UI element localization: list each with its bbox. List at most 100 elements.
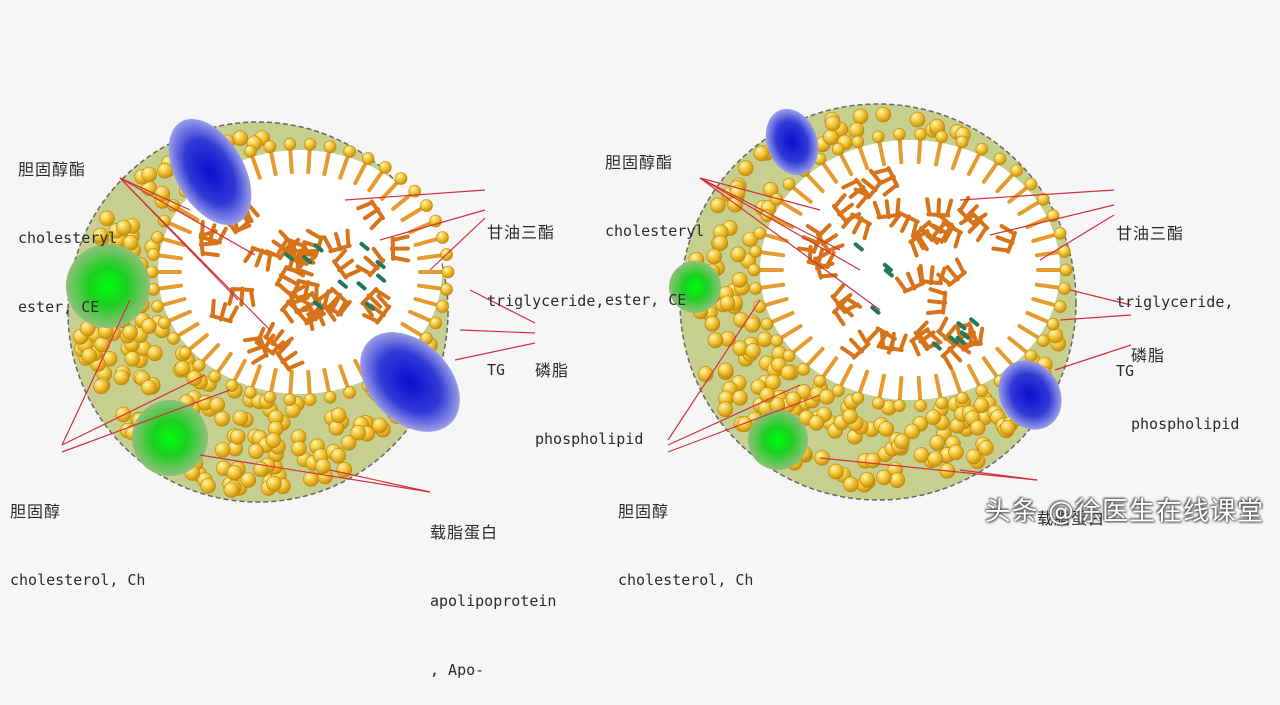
phospholipid-layer	[747, 128, 1073, 413]
phospholipid-head	[167, 332, 180, 345]
cholesteryl-ester-ball	[719, 295, 736, 312]
cholesterol-glyph	[883, 268, 894, 278]
cholesteryl-ester-ball	[843, 476, 859, 493]
pointer-line	[819, 457, 1038, 481]
phospholipid-head	[151, 300, 164, 313]
triglyceride-chain	[264, 229, 294, 261]
triglyceride-chain	[360, 287, 391, 318]
phospholipid-head	[378, 161, 392, 174]
phospholipid-head	[975, 142, 989, 156]
triglyceride	[853, 168, 884, 200]
cholesteryl-ester-ball	[864, 452, 881, 469]
pointer-line	[119, 177, 256, 256]
cholesteryl-ester-ball	[904, 423, 921, 440]
phospholipid-head	[436, 231, 449, 244]
pointer-line	[429, 217, 486, 271]
triglyceride	[361, 293, 392, 325]
triglyceride-chain	[889, 211, 920, 239]
cholesteryl-ester-molecules	[72, 130, 438, 498]
pointer-line	[459, 329, 536, 334]
phospholipid-head	[1053, 300, 1067, 314]
cholesteryl-ester-ball	[93, 378, 109, 395]
cholesteryl-ester-ball	[780, 364, 797, 381]
triglyceride	[198, 229, 220, 258]
pointer-line	[61, 389, 231, 453]
triglyceride	[332, 248, 362, 280]
cholesteryl-ester-ball	[81, 347, 97, 364]
cholesteryl-ester-ball	[371, 417, 388, 434]
triglyceride	[918, 264, 947, 286]
cholesteryl-ester-ball	[214, 442, 231, 458]
phospholipid-head	[158, 214, 171, 228]
label-pointers	[61, 177, 536, 493]
triglyceride-chain	[872, 197, 901, 220]
phospholipid-head	[436, 300, 449, 313]
triglyceride-chain	[991, 224, 1018, 254]
phospholipid-head	[813, 374, 827, 388]
phospholipid-head	[831, 384, 845, 398]
cholesteryl-ester-ball	[965, 448, 982, 465]
label-cholesteryl-ester: 胆固醇酯 cholesteryl ester, CE	[605, 153, 705, 309]
cholesterol-glyph	[882, 262, 893, 272]
cholesterol-blob	[748, 410, 808, 470]
triglyceride	[866, 326, 897, 355]
phospholipid-head	[263, 390, 277, 404]
triglyceride	[872, 197, 901, 220]
cholesteryl-ester-ball	[1047, 327, 1064, 344]
cholesteryl-ester-ball	[303, 471, 319, 487]
cholesteryl-ester-ball	[92, 227, 109, 244]
cholesterol-blob	[66, 244, 150, 328]
cholesteryl-ester-ball	[894, 433, 910, 450]
label-phospholipid: 磷脂 phospholipid	[535, 361, 644, 448]
triglyceride-chain	[298, 228, 324, 259]
triglyceride	[295, 291, 323, 322]
cholesterol-glyph	[375, 259, 386, 270]
cholesteryl-ester-ball	[113, 369, 130, 386]
cholesteryl-ester-ball	[765, 374, 781, 391]
cholesteryl-ester-ball	[732, 390, 748, 406]
phospholipid-head	[343, 386, 356, 399]
lipoprotein-figure	[61, 103, 1132, 503]
phospholipid-head	[1058, 282, 1071, 295]
cholesteryl-ester-ball	[340, 434, 357, 451]
cholesteryl-ester-ball	[330, 407, 347, 424]
cholesterol-glyph	[853, 242, 864, 252]
phospholipid-head	[441, 265, 455, 279]
triglyceride-chain	[332, 248, 362, 280]
phospholipid-head	[192, 359, 206, 372]
cholesteryl-ester-ball	[710, 197, 726, 214]
triglyceride	[889, 211, 920, 239]
phospholipid-head	[244, 145, 257, 158]
triglyceride-chain	[918, 264, 947, 286]
cholesteryl-ester-ball	[742, 231, 759, 248]
triglyceride-chain	[908, 229, 939, 258]
triglyceride-chain	[956, 326, 985, 348]
triglyceride-chain	[321, 289, 352, 317]
phospholipid-head	[993, 152, 1007, 166]
cholesteryl-ester-ball	[240, 472, 257, 488]
triglyceride	[909, 327, 940, 357]
pointer-line	[959, 189, 1115, 201]
cholesterol-glyph	[356, 281, 367, 291]
cholesteryl-ester-ball	[315, 458, 331, 475]
phospholipid-head	[147, 248, 160, 261]
triglyceride	[908, 229, 939, 258]
cholesteryl-ester-ball	[889, 472, 906, 489]
phospholipid-head	[782, 349, 796, 363]
label-cholesterol: 胆固醇 cholesterol, Ch	[10, 502, 146, 589]
cholesterol-glyph	[931, 341, 942, 351]
pointer-line	[959, 469, 1038, 481]
triglyceride	[389, 234, 411, 263]
triglyceride-chain	[872, 166, 900, 197]
cholesteryl-ester-ball	[122, 324, 138, 341]
triglyceride-chain	[322, 228, 352, 254]
phospholipid-head	[851, 391, 865, 405]
pointer-line	[667, 394, 821, 453]
cholesteryl-ester-ball	[248, 443, 264, 460]
cholesteryl-ester-ball	[704, 315, 721, 332]
phospholipid-head	[1037, 334, 1050, 348]
phospholipid-head	[361, 152, 375, 165]
phospholipid-head	[871, 130, 885, 144]
cholesteryl-ester-ball	[336, 461, 353, 478]
triglyceride	[275, 340, 305, 372]
